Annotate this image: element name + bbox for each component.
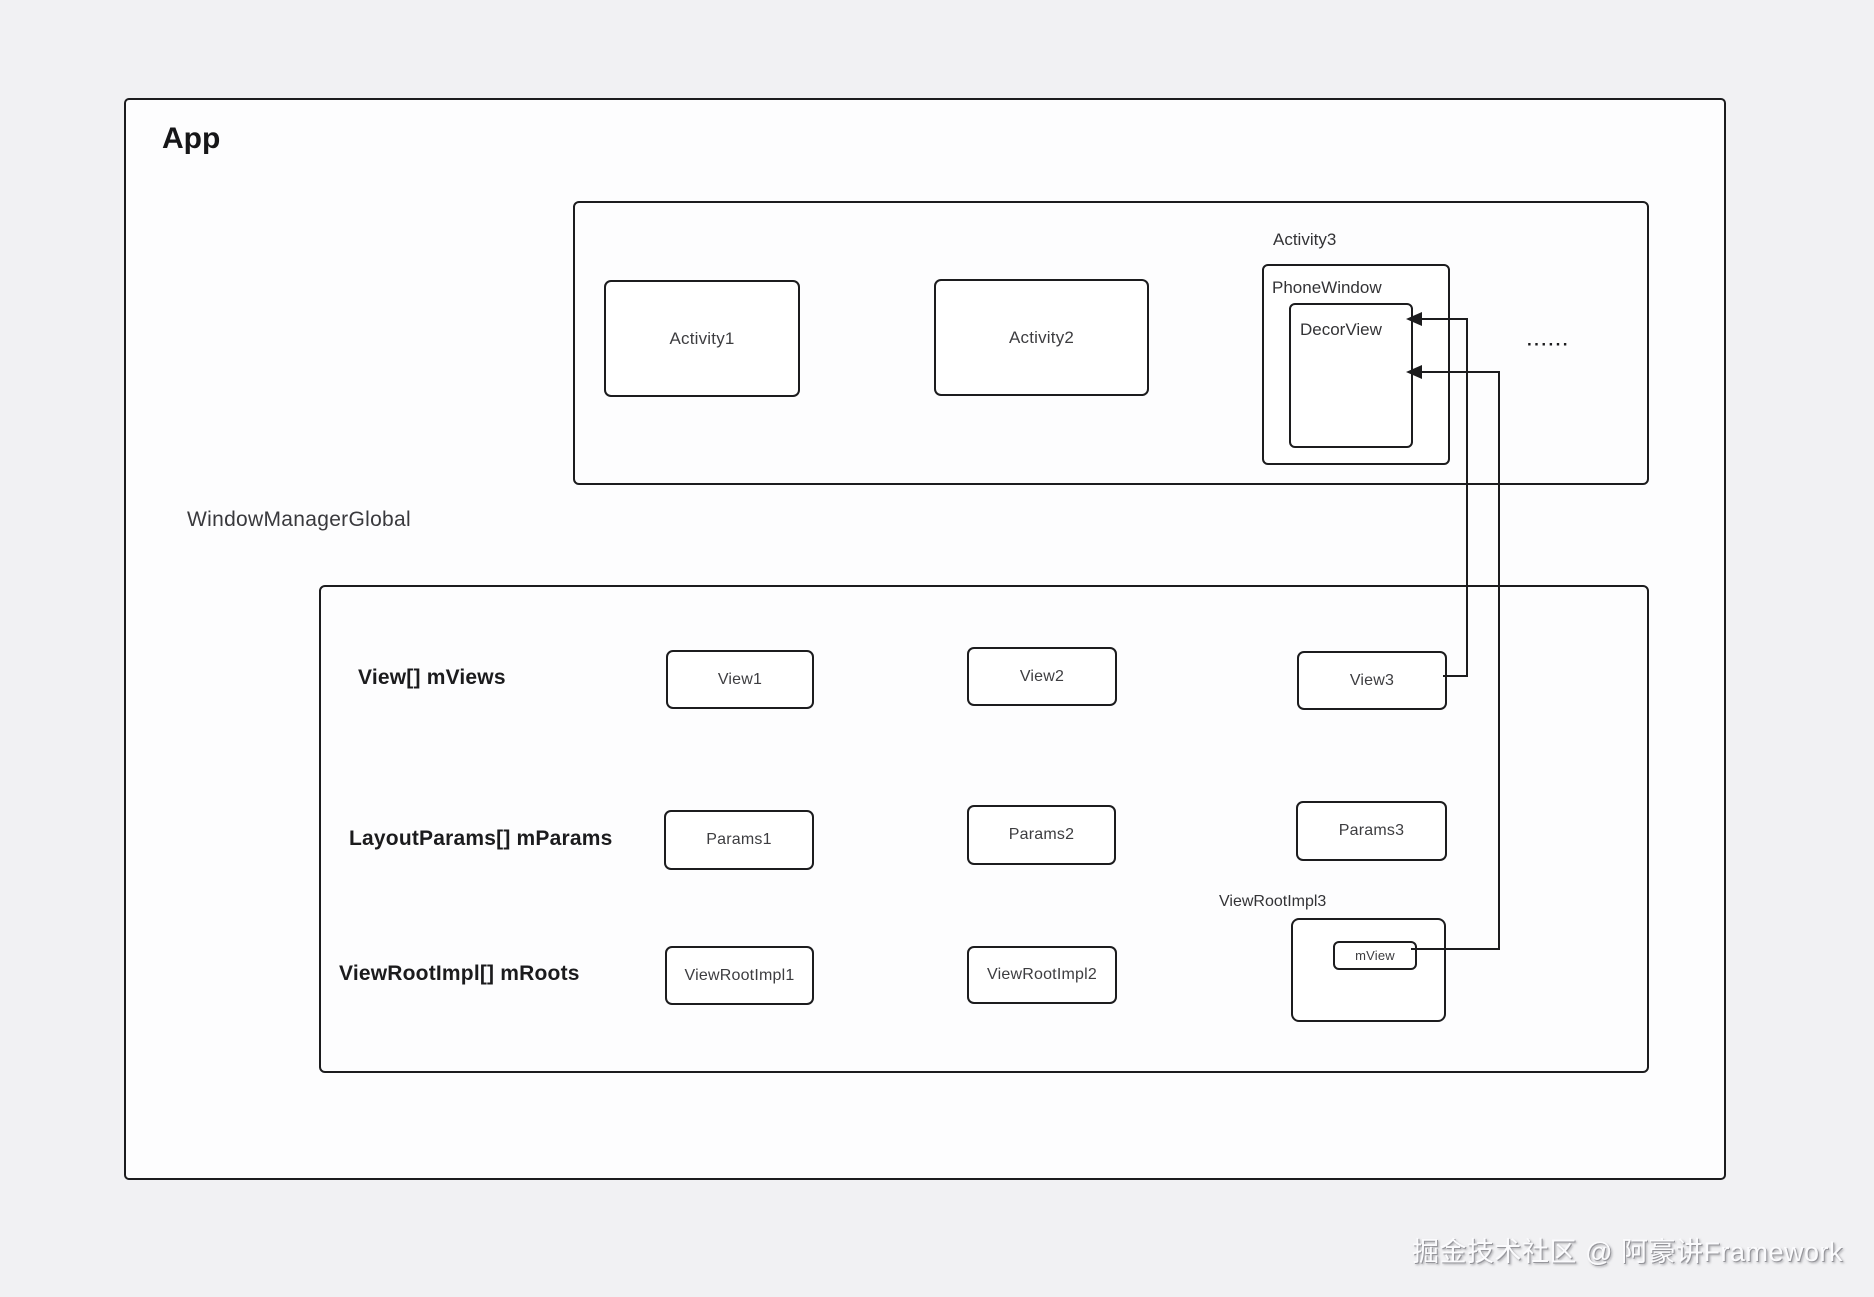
view2-box: View2 [967,647,1117,706]
decor-view-box: DecorView [1289,303,1413,448]
viewrootimpl3-box: mView [1291,918,1446,1022]
ellipsis-label: ······ [1527,335,1570,354]
activity3-label: Activity3 [1273,230,1337,249]
view3-box: View3 [1297,651,1447,710]
watermark: 掘金技术社区 @ 阿豪讲Framework [1412,1237,1843,1267]
params3-box: Params3 [1296,801,1447,861]
viewrootimpl1-box: ViewRootImpl1 [665,946,814,1005]
app-frame: App Activity1 Activity2 Activity3 PhoneW… [124,98,1726,1180]
view1-box: View1 [666,650,814,709]
viewrootimpl3-label: ViewRootImpl3 [1219,893,1327,910]
view1-label: View1 [717,670,763,688]
view3-label: View3 [1349,671,1395,689]
params1-box: Params1 [664,810,814,870]
wmg-group: View[] mViews View1 View2 View3 LayoutPa… [319,585,1649,1073]
params1-label: Params1 [706,831,772,848]
phone-window-label: PhoneWindow [1272,278,1382,297]
viewrootimpl2-label: ViewRootImpl2 [987,966,1097,983]
row-label-mroots: ViewRootImpl[] mRoots [339,962,580,985]
app-title: App [162,122,221,155]
row-label-mparams: LayoutParams[] mParams [349,827,613,850]
activity1-box: Activity1 [604,280,800,397]
wmg-label: WindowManagerGlobal [187,508,411,531]
activity2-label: Activity2 [1008,327,1075,347]
activities-group: Activity1 Activity2 Activity3 PhoneWindo… [573,201,1649,485]
params3-label: Params3 [1338,822,1405,839]
mview-box: mView [1333,941,1417,970]
viewrootimpl2-box: ViewRootImpl2 [967,946,1117,1004]
activity1-label: Activity1 [669,328,735,348]
view2-label: View2 [1019,667,1065,685]
params2-label: Params2 [1008,826,1075,843]
row-label-mviews: View[] mViews [358,666,506,689]
mview-label: mView [1355,948,1395,963]
decor-view-label: DecorView [1300,320,1382,339]
params2-box: Params2 [967,805,1116,865]
activity2-box: Activity2 [934,279,1149,396]
viewrootimpl1-label: ViewRootImpl1 [684,966,795,984]
phone-window-box: PhoneWindow DecorView [1262,264,1450,465]
